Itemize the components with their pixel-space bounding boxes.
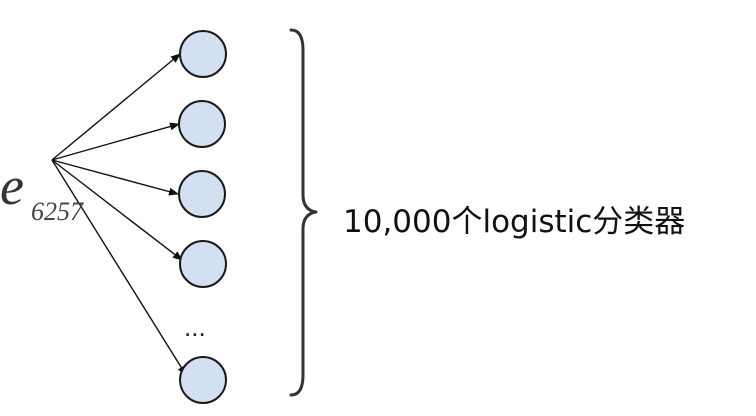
classifier-node-5 (179, 356, 227, 404)
arrow-to-node-3 (51, 159, 179, 196)
classifier-nodes (178, 30, 227, 404)
classifier-node-3 (178, 170, 226, 218)
arrow-to-node-5 (51, 159, 187, 376)
right-curly-brace (289, 28, 318, 397)
nodes-ellipsis: ... (184, 312, 206, 342)
classifier-node-4 (179, 240, 227, 288)
arrow-to-node-1 (51, 53, 181, 161)
input-subscript: 6257 (31, 197, 84, 226)
arrow-to-node-4 (51, 159, 183, 261)
brace-label: 10,000个logistic分类器 (343, 204, 685, 240)
input-label: e 6257 (0, 156, 84, 226)
arrows (51, 53, 187, 376)
arrow-to-node-2 (51, 122, 180, 161)
input-variable: e (0, 156, 24, 216)
classifier-node-2 (178, 100, 226, 148)
classifier-node-1 (179, 30, 227, 78)
